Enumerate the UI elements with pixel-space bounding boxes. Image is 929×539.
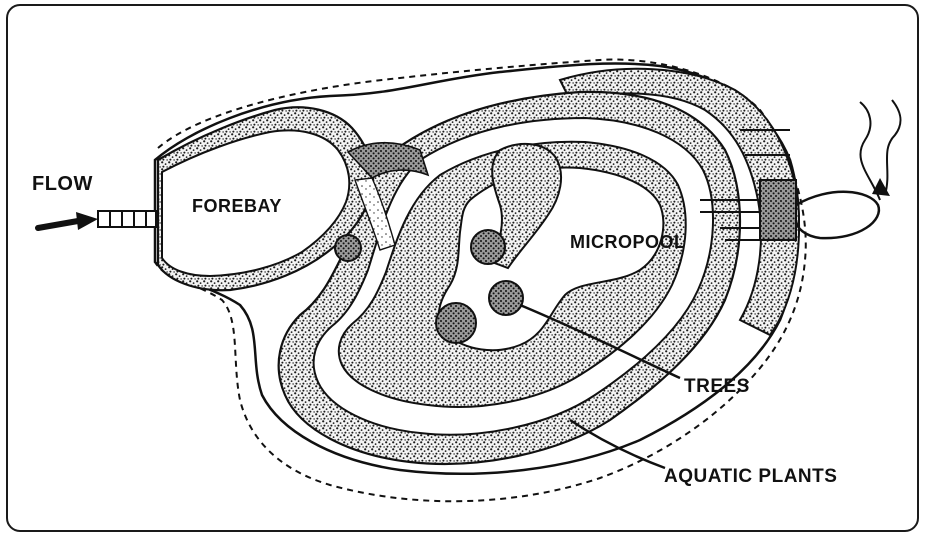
- flow-label: FLOW: [32, 173, 93, 195]
- forebay-label: FOREBAY: [192, 196, 282, 216]
- flow-arrow-icon: [38, 212, 98, 230]
- inflow-pipe: [98, 211, 156, 227]
- outfall-channel: [796, 192, 879, 238]
- forebay-shrub: [335, 235, 361, 261]
- micropool-label: MICROPOOL: [570, 232, 686, 252]
- tree-1: [471, 230, 505, 264]
- aquatic-plants-label: AQUATIC PLANTS: [664, 466, 837, 487]
- trees-label: TREES: [684, 376, 750, 397]
- tree-2: [489, 281, 523, 315]
- tree-3: [436, 303, 476, 343]
